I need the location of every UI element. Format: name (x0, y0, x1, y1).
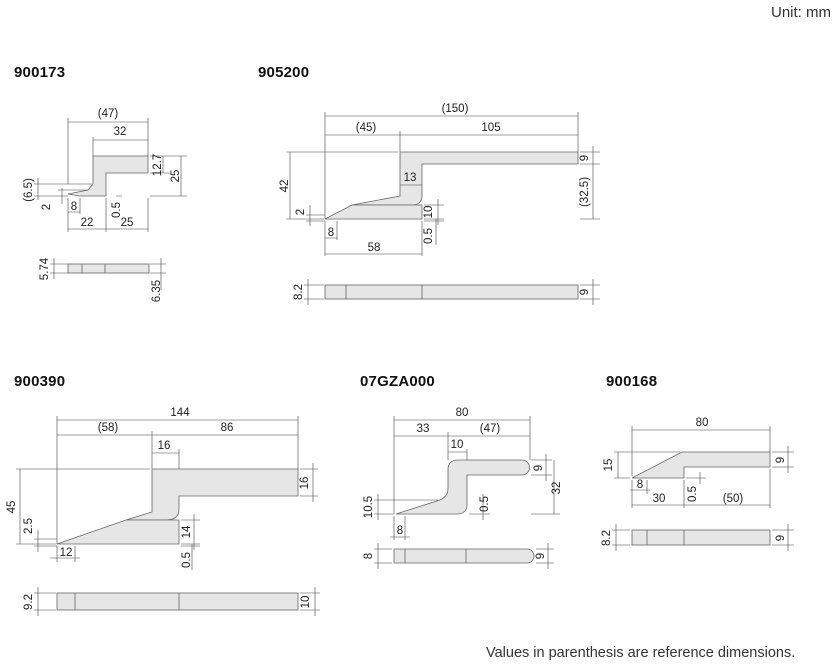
dim-label: 30 (653, 493, 666, 505)
drawing-905200: (150) (45) 105 9 (32.5) 42 13 2 10 0.5 8… (279, 103, 600, 305)
dim-label: 32 (114, 126, 127, 138)
dim-label: 10 (300, 596, 312, 609)
dim-label: (58) (98, 422, 119, 434)
dim-label: 5.74 (39, 257, 51, 280)
part-number-900173: 900173 (14, 64, 66, 81)
jaw-side-view-tip (324, 204, 423, 220)
dim-label: 12 (60, 547, 73, 559)
dim-label: 144 (170, 407, 190, 419)
dim-label: (47) (480, 423, 501, 435)
dim-label: 42 (279, 180, 291, 193)
dim-label: (6.5) (23, 178, 35, 202)
dim-label: 15 (603, 459, 615, 472)
dim-label: 16 (299, 477, 311, 490)
dim-label: 9 (535, 553, 547, 559)
jaw-side-view-tip (56, 519, 180, 545)
dim-label: 0.5 (423, 228, 435, 244)
dim-label: 9.2 (23, 594, 35, 610)
part-number-900390: 900390 (14, 373, 66, 390)
jaw-top-view (324, 284, 579, 300)
dim-label: 8 (328, 227, 334, 239)
dim-label: 2.5 (23, 518, 35, 534)
dim-label: 33 (417, 423, 430, 435)
jaw-side-view-upper (351, 151, 579, 206)
jaw-side-view (395, 459, 530, 515)
dim-label: 86 (221, 422, 234, 434)
dim-label: (32.5) (579, 177, 591, 207)
dim-label: 8 (397, 525, 403, 537)
dim-label: 0.5 (687, 486, 699, 502)
dim-label: 9 (533, 465, 545, 471)
dim-label: 0.5 (111, 202, 123, 218)
dim-label: (45) (356, 122, 377, 134)
part-number-07GZA000: 07GZA000 (360, 373, 435, 390)
dim-label: 32 (551, 482, 563, 495)
drawing-900168: 80 15 9 8 30 0.5 (50) 8.2 9 (601, 417, 794, 551)
dim-label: 80 (456, 407, 469, 419)
jaw-side-view (631, 451, 771, 479)
dim-label: 58 (368, 242, 381, 254)
dim-label: 9 (579, 289, 591, 295)
dim-label: 10 (423, 206, 435, 219)
dim-label: 8.2 (293, 284, 305, 300)
dim-label: 10 (451, 439, 464, 451)
footer-note: Values in parenthesis are reference dime… (486, 645, 796, 661)
dim-label: 25 (170, 170, 182, 183)
jaw-top-view (631, 529, 771, 546)
dim-label: 22 (81, 217, 94, 229)
dim-label: 105 (481, 122, 500, 134)
dim-label: 0.5 (181, 552, 193, 568)
drawing-900173: (47) 32 12.7 25 (6.5) 2 8 0.5 22 25 5.74… (23, 108, 187, 302)
part-number-905200: 905200 (258, 64, 310, 81)
dim-label: 9 (775, 457, 787, 463)
dim-label: 9 (775, 535, 787, 541)
drawing-07GZA000: 80 33 (47) 10 9 32 10.5 0.5 8 8 9 (363, 407, 563, 569)
dim-label: 9 (579, 155, 591, 161)
dim-label: 0.5 (479, 496, 491, 512)
dim-label: 16 (158, 440, 171, 452)
drawing-900390: 144 (58) 86 16 16 45 2.5 14 0.5 12 9.2 1… (6, 407, 320, 616)
dim-label: 14 (181, 525, 193, 538)
dim-label: 8 (363, 553, 375, 559)
dim-label: (150) (442, 103, 469, 115)
dim-label: 8 (71, 201, 77, 213)
dim-label: 13 (404, 172, 417, 184)
dim-label: 25 (121, 217, 134, 229)
dim-label: 6.35 (151, 280, 163, 302)
part-number-900168: 900168 (606, 373, 658, 390)
jaw-top-view (67, 263, 150, 274)
jaw-top-view (393, 548, 535, 564)
dim-label: 80 (696, 417, 709, 429)
dim-label: 10.5 (363, 496, 375, 518)
dim-label: (50) (723, 493, 744, 505)
dim-label: 45 (6, 501, 18, 514)
dim-label: (47) (98, 108, 119, 120)
dim-label: 2 (295, 209, 307, 215)
unit-label: Unit: mm (771, 4, 831, 21)
dim-label: 12.7 (152, 154, 164, 176)
dim-label: 8 (637, 479, 643, 491)
jaw-side-view-upper (125, 468, 299, 521)
dim-label: 2 (41, 204, 53, 210)
jaw-side-view (67, 155, 149, 197)
jaw-top-view (56, 592, 299, 611)
dim-label: 8.2 (601, 530, 613, 546)
